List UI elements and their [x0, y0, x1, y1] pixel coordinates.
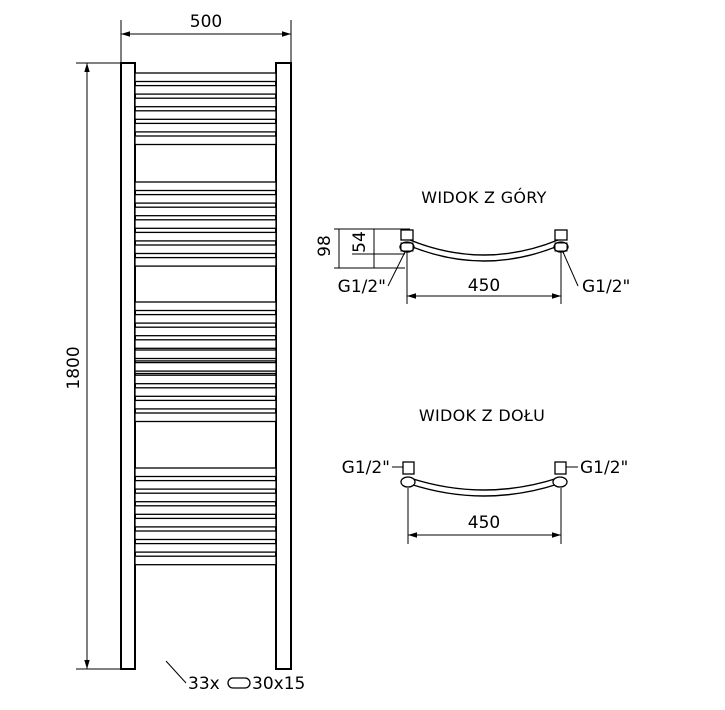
tube: [134, 313, 277, 324]
width-label: 500: [190, 12, 222, 32]
tube: [134, 135, 277, 146]
height-dimension: 1800: [64, 62, 135, 670]
height-label: 1800: [64, 346, 84, 389]
depth-total-label: 98: [315, 235, 335, 257]
tube: [134, 244, 277, 255]
bottom-left-connection-label: G1/2": [342, 458, 390, 478]
top-view-rail: [409, 239, 559, 262]
tube: [134, 206, 277, 217]
tube: [134, 542, 277, 553]
tube-count-label: 33x: [188, 674, 220, 694]
tube: [134, 387, 277, 397]
tube: [134, 84, 277, 95]
tube: [134, 231, 277, 242]
top-left-connector: [399, 229, 415, 253]
tube: [134, 412, 277, 423]
bottom-spacing-label: 450: [468, 513, 500, 533]
tube: [134, 517, 277, 528]
top-right-connection-label: G1/2": [582, 277, 630, 297]
tube: [134, 219, 277, 229]
bottom-spacing-dimension: 450: [407, 488, 562, 544]
tube: [134, 374, 277, 385]
tube: [134, 361, 277, 372]
tube: [134, 505, 277, 515]
bottom-view: WIDOK Z DOŁU 450 G1/2" G1/2": [342, 406, 628, 544]
tube-spec-callout: 33x 30x15: [165, 660, 305, 694]
tube: [134, 256, 277, 267]
bottom-left-connector: [400, 461, 416, 488]
depth-dimensions: 98 54: [315, 228, 410, 269]
tube: [134, 555, 277, 566]
tube: [134, 399, 277, 410]
tube-dims-label: 30x15: [252, 674, 305, 694]
tube: [134, 467, 277, 478]
tube: [134, 349, 277, 360]
bottom-view-rail: [409, 477, 559, 497]
tube: [134, 181, 277, 192]
tube: [134, 492, 277, 503]
top-left-connection-label: G1/2": [338, 277, 386, 297]
tube: [134, 530, 277, 541]
bottom-right-connector: [552, 461, 568, 488]
tube-group: [134, 72, 277, 566]
tube: [134, 479, 277, 490]
top-view-title: WIDOK Z GÓRY: [421, 188, 547, 207]
tube: [134, 301, 277, 312]
top-spacing-dimension: 450: [406, 252, 562, 304]
top-view: WIDOK Z GÓRY 98 54: [315, 188, 630, 304]
right-side-profile: [275, 62, 292, 670]
oval-tube-icon: [227, 677, 251, 689]
tube: [134, 326, 277, 337]
tube: [134, 110, 277, 120]
depth-pipe-label: 54: [350, 231, 370, 253]
top-spacing-label: 450: [468, 276, 500, 296]
bottom-view-title: WIDOK Z DOŁU: [419, 406, 545, 425]
tube: [134, 339, 277, 349]
left-side-profile: [120, 62, 136, 670]
width-dimension: 500: [120, 12, 292, 70]
tube: [134, 72, 277, 83]
bottom-right-connection-label: G1/2": [580, 458, 628, 478]
tube: [134, 97, 277, 108]
tube: [134, 193, 277, 204]
tube: [134, 122, 277, 133]
front-view: 500 1800 33x 30x15: [64, 12, 305, 694]
